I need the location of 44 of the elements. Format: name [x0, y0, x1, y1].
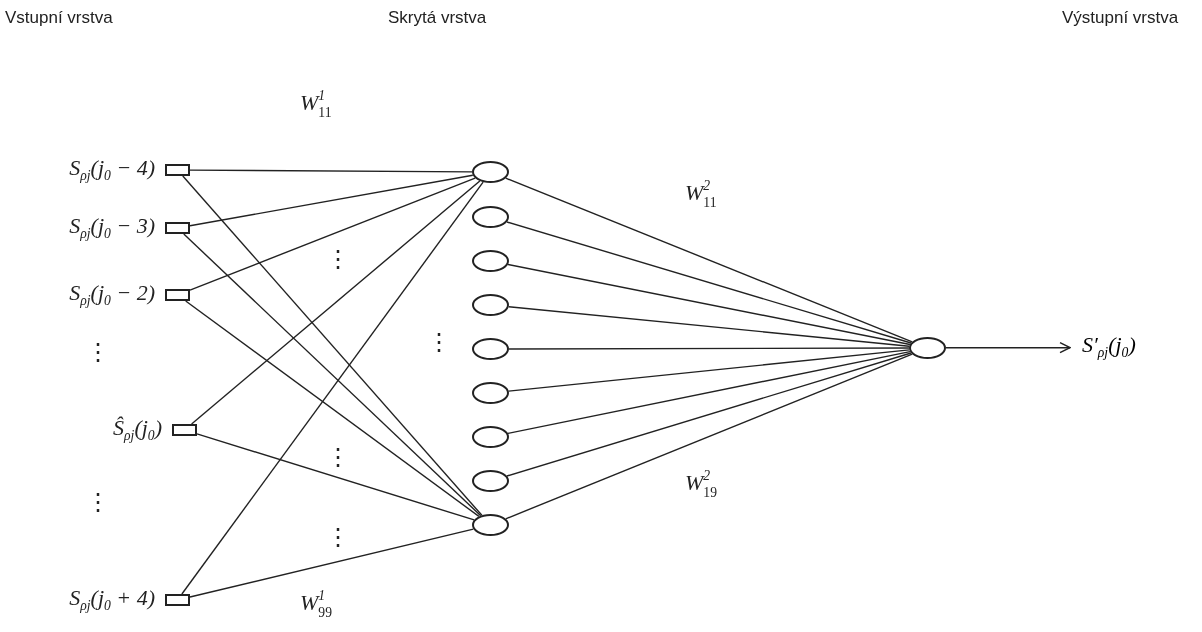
input-node-box	[172, 424, 197, 436]
ellipsis-dots: ⋮	[427, 330, 451, 354]
connection-line	[189, 174, 474, 227]
ellipsis-dots: ⋮	[326, 525, 350, 549]
connection-line	[189, 169, 473, 173]
neuron-ellipse	[472, 250, 509, 272]
connection-line	[507, 263, 911, 346]
layer-title: Vstupní vrstva	[5, 8, 113, 28]
neuron-ellipse	[909, 337, 946, 359]
ellipsis-dots: ⋮	[326, 445, 350, 469]
connection-line	[185, 300, 480, 518]
neuron-ellipse	[472, 382, 509, 404]
neuron-ellipse	[472, 514, 509, 536]
input-node-box	[165, 222, 190, 234]
connection-line	[196, 433, 475, 521]
connection-line	[508, 306, 910, 347]
connection-line	[505, 177, 913, 343]
connection-line	[506, 352, 912, 477]
arrow	[945, 341, 1071, 354]
layer-title: Výstupní vrstva	[1062, 8, 1179, 28]
connection-line	[189, 528, 474, 598]
connection-line	[508, 347, 910, 350]
input-node-box	[165, 594, 190, 606]
connection-line	[506, 221, 912, 344]
layer-title: Skrytá vrstva	[388, 8, 487, 28]
ellipsis-dots: ⋮	[326, 247, 350, 271]
connection-line	[181, 181, 484, 595]
connection-line	[190, 180, 481, 425]
ellipsis-dots: ⋮	[86, 340, 110, 364]
connection-line	[507, 350, 911, 435]
neuron-ellipse	[472, 426, 509, 448]
neuron-ellipse	[472, 161, 509, 183]
connection-line	[189, 177, 476, 291]
input-node-box	[165, 289, 190, 301]
connection-line	[505, 353, 913, 520]
connection-line	[183, 233, 482, 517]
ellipsis-dots: ⋮	[86, 490, 110, 514]
connection-line	[508, 349, 910, 392]
connection-line	[182, 175, 483, 516]
neuron-ellipse	[472, 206, 509, 228]
neuron-ellipse	[472, 294, 509, 316]
neuron-ellipse	[472, 470, 509, 492]
neuron-ellipse	[472, 338, 509, 360]
input-node-box	[165, 164, 190, 176]
